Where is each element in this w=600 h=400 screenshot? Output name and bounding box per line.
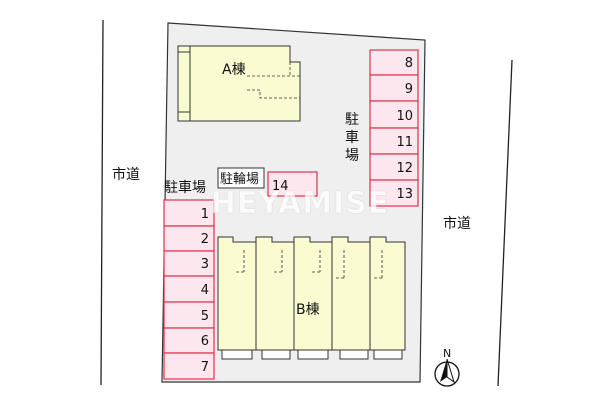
space-number-1: 1 xyxy=(201,207,209,222)
space-number-2: 2 xyxy=(201,232,209,247)
watermark: HEYAMISE xyxy=(211,186,390,221)
parking-right-group xyxy=(369,49,419,207)
north-label: N xyxy=(443,347,451,360)
parking-space-10 xyxy=(369,100,419,129)
space-number-11: 11 xyxy=(396,135,413,150)
building-b-label: B棟 xyxy=(296,302,320,318)
space-number-14: 14 xyxy=(272,179,289,194)
parking-space-1 xyxy=(163,199,215,227)
building-b xyxy=(217,236,406,360)
parking-right-label-char-2: 車 xyxy=(345,129,359,146)
road-left-line xyxy=(100,19,104,386)
road-right-line xyxy=(497,59,513,387)
building-a xyxy=(177,45,301,122)
space-number-7: 7 xyxy=(201,360,209,375)
bike-parking-label-box xyxy=(217,167,265,189)
parking-space-8 xyxy=(369,49,419,76)
parking-space-13 xyxy=(369,179,419,207)
space-number-3: 3 xyxy=(201,257,209,272)
space-number-12: 12 xyxy=(396,161,413,176)
space-number-10: 10 xyxy=(396,109,413,124)
parking-space-14 xyxy=(267,171,318,197)
space-number-13: 13 xyxy=(396,187,413,202)
space-number-8: 8 xyxy=(405,56,413,71)
space-number-4: 4 xyxy=(201,283,209,298)
space-number-5: 5 xyxy=(201,309,209,324)
parking-space-3 xyxy=(163,250,215,277)
parking-left-label: 駐車場 xyxy=(164,179,206,196)
parking-space-2 xyxy=(163,225,215,252)
bike-parking-label: 駐輪場 xyxy=(220,171,259,187)
parking-space-5 xyxy=(163,301,215,329)
parking-right-label-char-3: 場 xyxy=(345,148,359,164)
space-number-9: 9 xyxy=(405,82,413,97)
space-number-6: 6 xyxy=(201,334,209,349)
road-right-label: 市道 xyxy=(443,215,471,232)
north-arrow-icon xyxy=(434,358,460,387)
road-left-label: 市道 xyxy=(112,166,140,183)
parking-space-12 xyxy=(369,153,419,181)
parking-left-group xyxy=(163,199,215,380)
parking-space-7 xyxy=(163,352,215,380)
parking-right-label-char-1: 駐 xyxy=(345,112,359,128)
building-a-label: A棟 xyxy=(222,62,246,78)
